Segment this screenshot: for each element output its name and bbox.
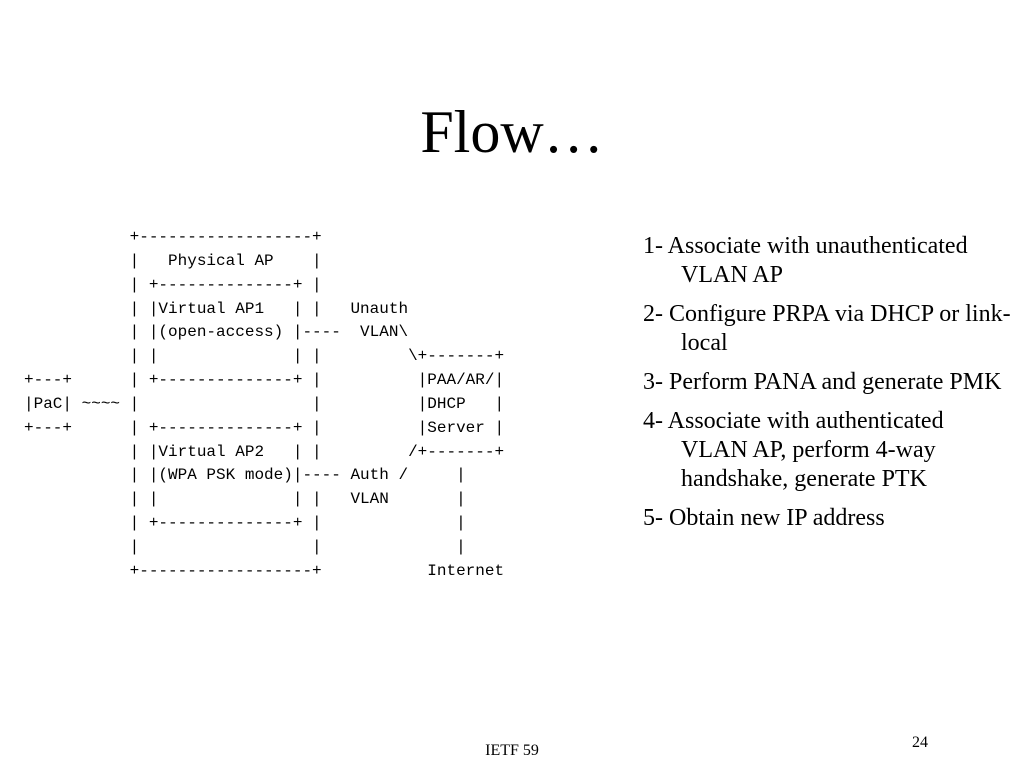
diagram-line: |PaC| ~~~~ | | |DHCP |: [24, 394, 505, 413]
flow-step: 1- Associate with unauthenticated VLAN A…: [643, 233, 968, 288]
diagram-line: +---+ | +--------------+ | |PAA/AR/|: [24, 371, 505, 390]
diagram-line: +------------------+ Internet: [24, 561, 505, 580]
flow-step: 3- Perform PANA and generate PMK: [643, 369, 1002, 395]
flow-step: 2- Configure PRPA via DHCP or link-local: [643, 301, 1011, 356]
flow-step: 4- Associate with authenticated VLAN AP,…: [643, 408, 944, 492]
diagram-line: | | | | \+-------+: [24, 347, 505, 366]
diagram-line: | | | | VLAN |: [24, 490, 466, 509]
footer-event-label: IETF 59: [485, 742, 539, 759]
diagram-line: | |(open-access) |---- VLAN\: [24, 323, 409, 342]
diagram-line: +------------------+: [24, 228, 322, 246]
slide-title: Flow…: [420, 99, 604, 165]
diagram-line: | |Virtual AP2 | | /+-------+: [24, 442, 505, 461]
flow-step: 5- Obtain new IP address: [643, 505, 885, 531]
diagram-line: | +--------------+ |: [24, 275, 322, 294]
diagram-line: | | |: [24, 537, 466, 556]
page-number: 24: [912, 734, 928, 751]
diagram-line: | +--------------+ | |: [24, 514, 466, 533]
flow-steps-list: 1- Associate with unauthenticated VLAN A…: [643, 232, 1015, 543]
diagram-line: +---+ | +--------------+ | |Server |: [24, 418, 505, 437]
diagram-line: | Physical AP |: [24, 251, 322, 270]
network-diagram: +------------------+ | Physical AP | | +…: [24, 226, 504, 584]
diagram-line: | |Virtual AP1 | | Unauth: [24, 299, 409, 318]
diagram-line: | |(WPA PSK mode)|---- Auth / |: [24, 466, 466, 485]
